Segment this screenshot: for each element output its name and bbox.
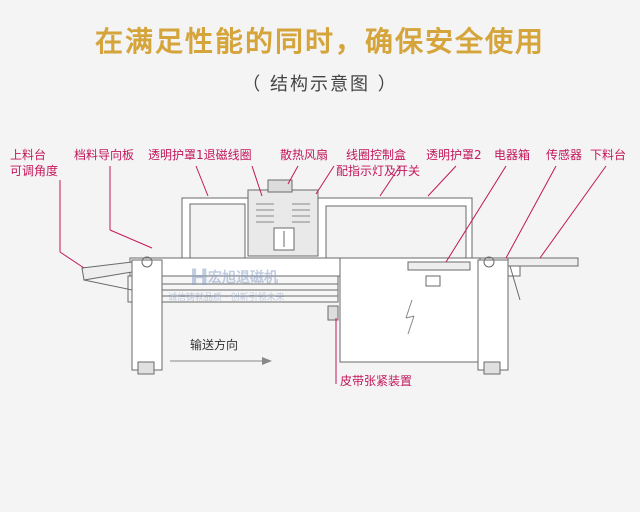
label-electric-box: 电器箱 [494, 148, 531, 162]
page-title: 在满足性能的同时，确保安全使用 [94, 25, 545, 58]
label-cover2: 透明护罩2 [426, 148, 482, 162]
label-cover1-coil: 透明护罩1退磁线圈 [148, 148, 252, 162]
label-unload-table: 下料台 [590, 148, 627, 162]
label-belt-tension: 皮带张紧装置 [340, 374, 413, 388]
brand-slogan: 诚信铸就品质 · 创新引领未来 [168, 291, 285, 303]
label-direction: 输送方向 [190, 338, 239, 352]
label-adjustable-angle: 可调角度 [10, 164, 59, 178]
label-feed-table: 上料台 [10, 148, 47, 162]
label-indicator-switch: 配指示灯及开关 [336, 164, 421, 178]
label-fan: 散热风扇 [280, 148, 329, 162]
label-coil-box: 线圈控制盒 [346, 148, 407, 162]
label-sensor: 传感器 [546, 148, 583, 162]
label-guide-plate: 档料导向板 [74, 148, 135, 162]
svg-text:H: H [190, 266, 208, 291]
page-subtitle: （ 结构示意图 ） [242, 74, 398, 95]
brand-watermark: 宏旭退磁机 [208, 269, 278, 286]
